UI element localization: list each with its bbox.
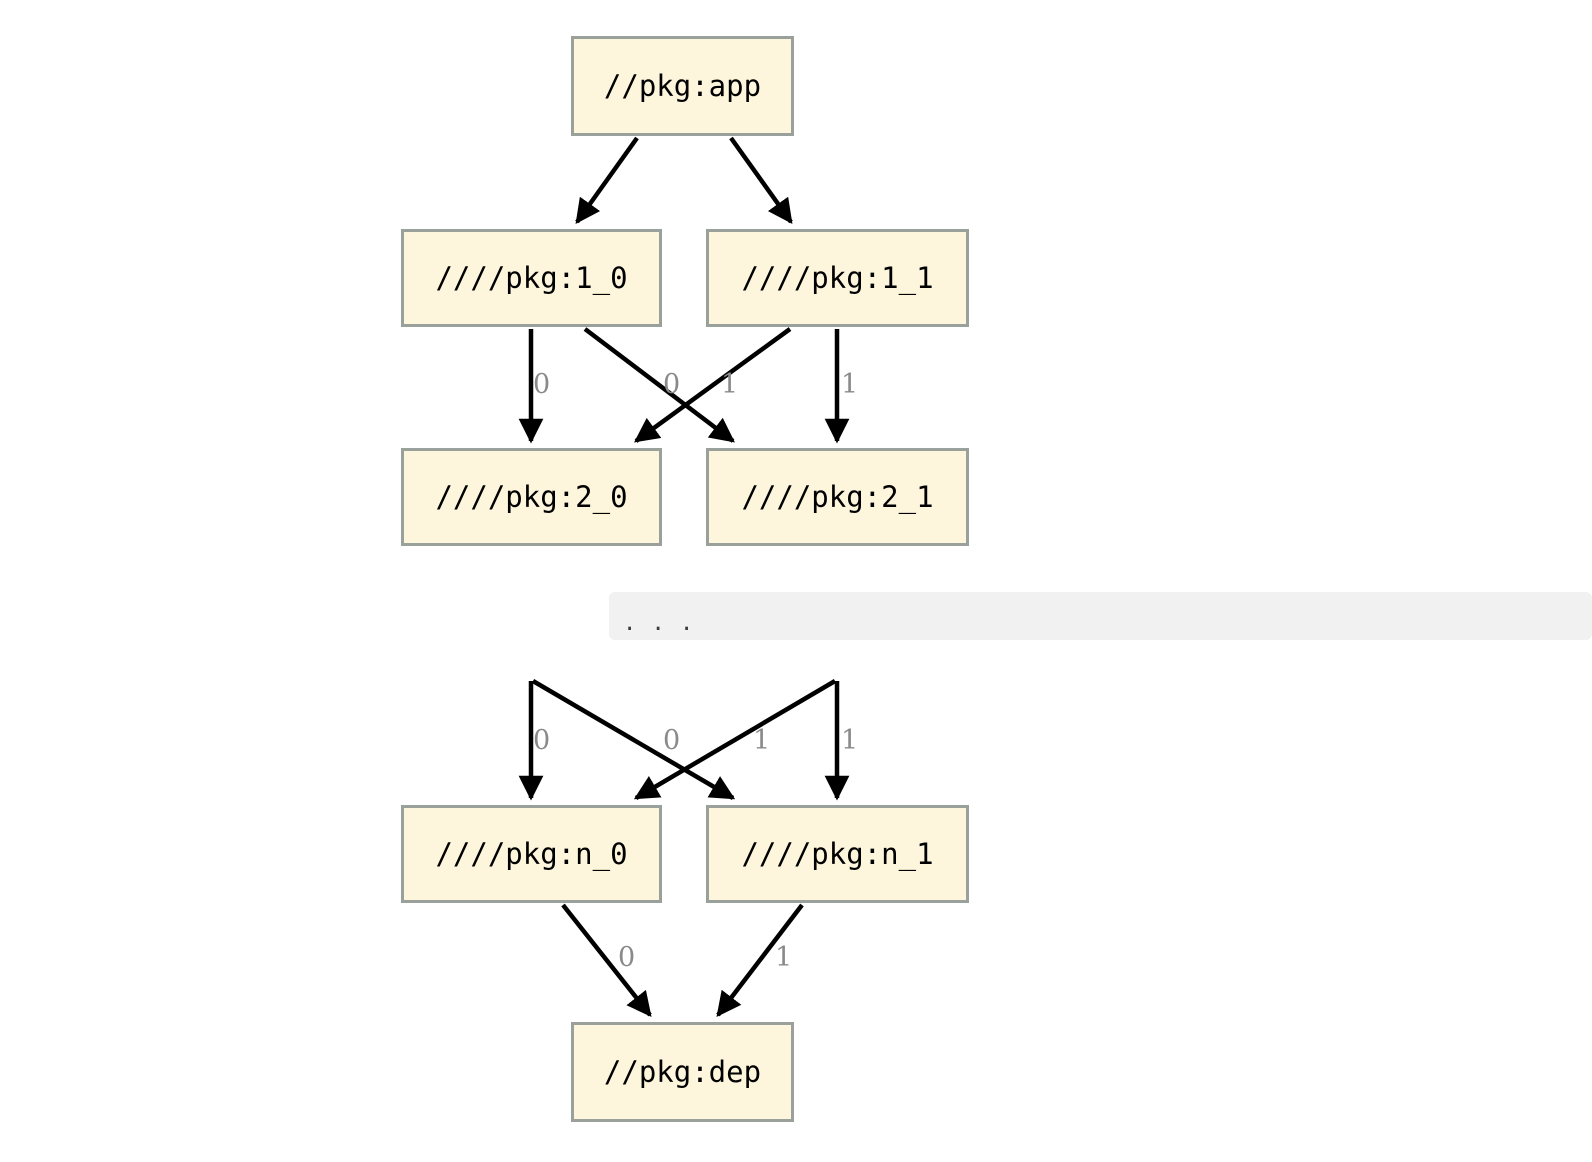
- node-label: //pkg:dep: [603, 1054, 762, 1089]
- node-label: ////pkg:1_1: [741, 260, 934, 295]
- edge-group-app-to-level1: [575, 136, 793, 225]
- ellipsis-code-block: . . .: [609, 592, 1592, 640]
- node-label: //pkg:app: [603, 68, 762, 103]
- edge-label-1_1-2_1: 1: [841, 369, 859, 400]
- edge-label-1_0-2_1: 0: [663, 369, 681, 400]
- edge-label-1_1-2_0: 1: [721, 369, 739, 400]
- edge-group-truncated-to-leveln: [518, 679, 850, 801]
- edge-1_0-to-2_1: [583, 327, 735, 443]
- node-pkg-2-0[interactable]: ////pkg:2_0: [401, 448, 662, 546]
- node-label: ////pkg:2_1: [741, 479, 934, 514]
- edge-label-n_1-dep: 1: [775, 942, 793, 973]
- node-label: ////pkg:2_0: [435, 479, 628, 514]
- node-pkg-app[interactable]: //pkg:app: [571, 36, 794, 136]
- node-pkg-1-0[interactable]: ////pkg:1_0: [401, 229, 662, 327]
- node-pkg-n-1[interactable]: ////pkg:n_1: [706, 805, 969, 903]
- edge-n_1-to-dep: [716, 903, 804, 1017]
- edge-label-above2-n_1: 1: [841, 725, 859, 756]
- edge-app-to-1_1: [729, 136, 793, 225]
- node-label: ////pkg:n_1: [741, 836, 934, 871]
- node-pkg-n-0[interactable]: ////pkg:n_0: [401, 805, 662, 903]
- edge-label-n_0-dep: 0: [618, 942, 636, 973]
- node-label: ////pkg:1_0: [435, 260, 628, 295]
- edge-above-to-n_1: [531, 679, 736, 800]
- edge-group-leveln-to-dep: [561, 903, 804, 1017]
- edge-app-to-1_0: [575, 136, 639, 225]
- edge-n_0-to-dep: [561, 903, 652, 1017]
- ellipsis-text: . . .: [623, 611, 695, 636]
- node-pkg-1-1[interactable]: ////pkg:1_1: [706, 229, 969, 327]
- edge-label-1_0-2_0: 0: [533, 369, 551, 400]
- edge-1_1-to-2_0: [633, 327, 792, 443]
- edge-group-level1-to-level2: [518, 327, 850, 444]
- edge-label-above-n_0: 0: [533, 725, 551, 756]
- node-pkg-2-1[interactable]: ////pkg:2_1: [706, 448, 969, 546]
- edge-above2-to-n_0: [633, 679, 837, 800]
- edge-label-above2-n_0: 1: [753, 725, 771, 756]
- edge-label-above-n_1: 0: [663, 725, 681, 756]
- node-label: ////pkg:n_0: [435, 836, 628, 871]
- node-pkg-dep[interactable]: //pkg:dep: [571, 1022, 794, 1122]
